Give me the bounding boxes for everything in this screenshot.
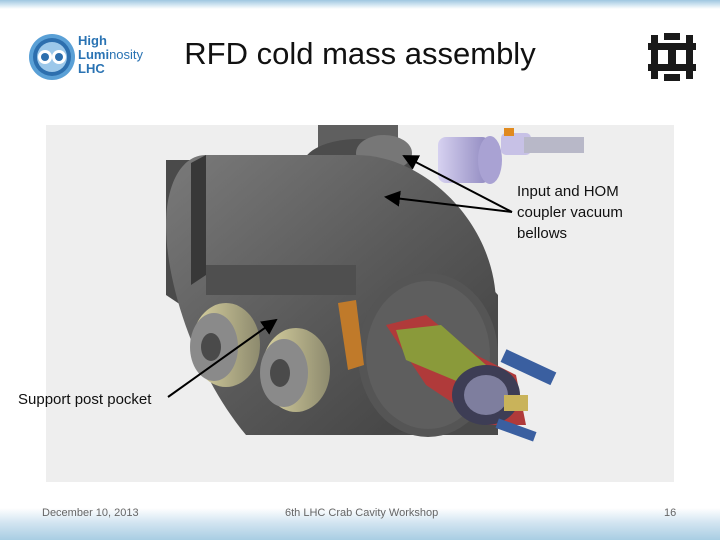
top-gradient-bar [0,0,720,9]
callout-line-3: bellows [517,225,568,242]
arrow-to-input-bellows [402,155,513,213]
fermilab-logo-icon [648,33,696,81]
arrow-to-support-post [167,318,278,398]
tuner-frame [338,300,557,442]
slide-title: RFD cold mass assembly [184,36,536,71]
rfd-cold-mass-render [166,125,584,442]
arrow-to-hom-bellows [384,190,513,213]
callout-line-2: coupler vacuum [517,204,623,221]
cold-mass-cad-figure [46,125,674,482]
callout-support-post-pocket: Support post pocket [18,391,152,408]
logo-text-high: High [78,33,107,48]
logo-text-luminosity: Luminosity [78,47,144,62]
callout-input-hom-bellows: Input and HOM coupler vacuum bellows [517,181,657,244]
bottom-gradient-bar [0,508,720,540]
logo-text-lhc: LHC [78,61,105,76]
footer-date: December 10, 2013 [42,507,139,519]
callout-line-1: Input and HOM [517,183,619,200]
footer-workshop: 6th LHC Crab Cavity Workshop [285,507,439,519]
support-post-pockets [190,303,330,412]
footer-page-number: 16 [664,507,677,519]
high-luminosity-lhc-logo: High Luminosity LHC [27,30,157,84]
hl-lhc-logo-mark-icon [29,34,75,80]
